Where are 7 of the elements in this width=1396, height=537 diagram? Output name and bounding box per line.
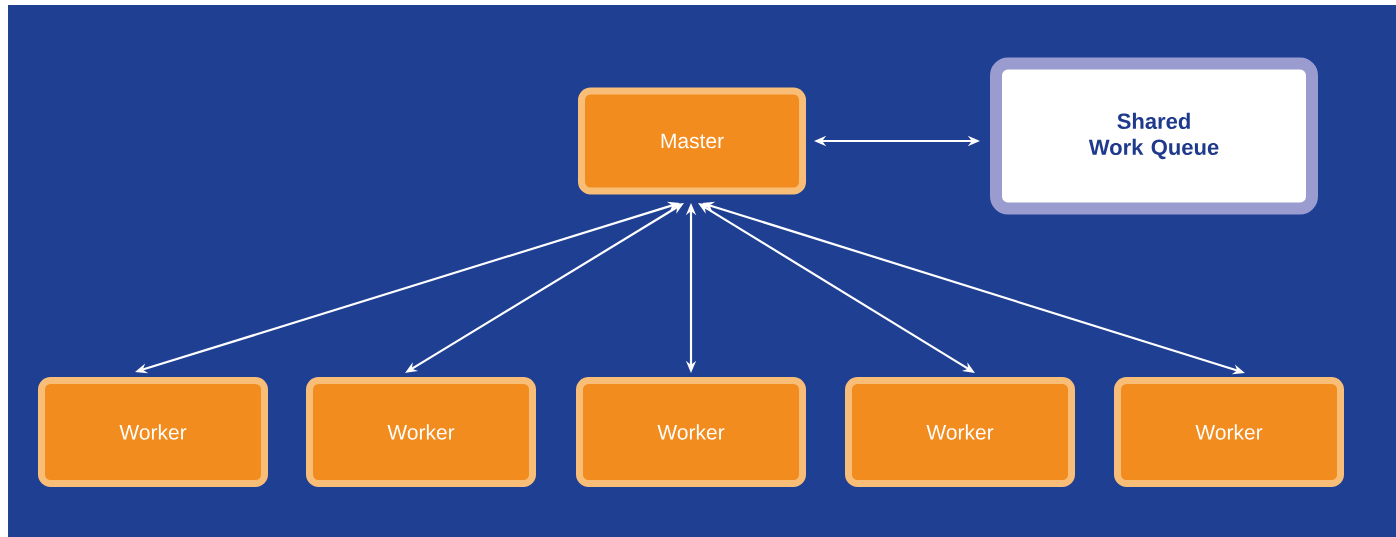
worker-box: Worker: [1114, 377, 1344, 487]
queue-box: Shared Work Queue: [990, 57, 1318, 215]
worker-box: Worker: [38, 377, 268, 487]
master-box: Master: [578, 87, 806, 195]
worker-box: Worker: [306, 377, 536, 487]
worker-box: Worker: [576, 377, 806, 487]
worker-box: Worker: [845, 377, 1075, 487]
